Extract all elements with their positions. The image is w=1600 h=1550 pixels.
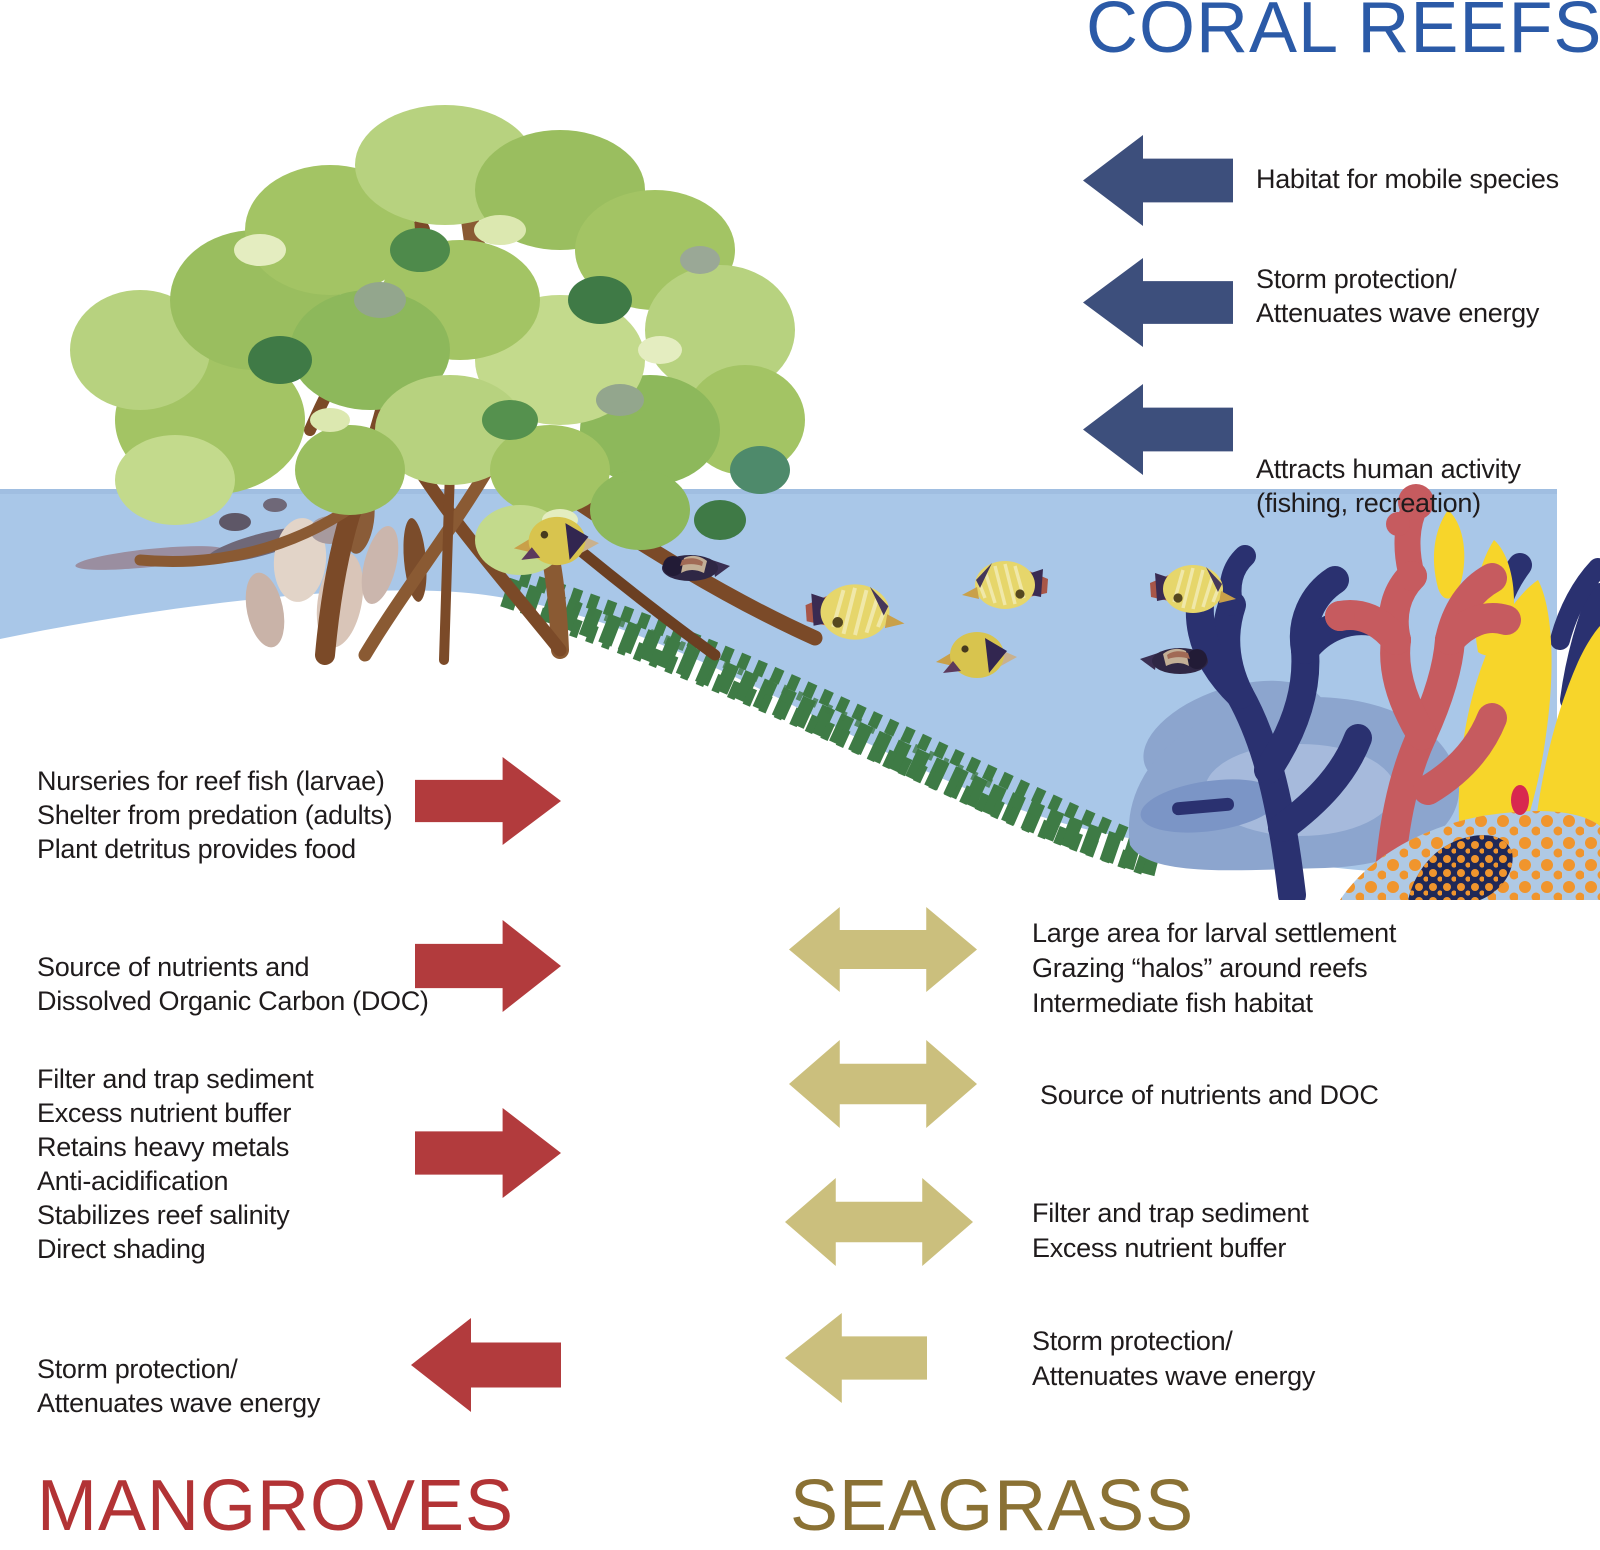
yellow-coral [1433,510,1600,900]
fish-icon [662,555,730,581]
coral-benefit-text-1: Habitat for mobile species [1256,162,1559,196]
mangrove-roots [134,211,823,665]
mangrove-benefit-text-4: Storm protection/ Attenuates wave energy [37,1352,320,1420]
red-arrow-right-icon [415,1108,561,1198]
text-line: Dissolved Organic Carbon (DOC) [37,986,429,1016]
text-line: Storm protection/ [1256,264,1457,294]
text-line: Nurseries for reef fish (larvae) [37,766,385,796]
fish-icon [1140,648,1208,674]
text-line: Filter and trap sediment [1032,1198,1309,1228]
mangrove-benefit-text-2: Source of nutrients and Dissolved Organi… [37,950,429,1018]
text-line: Attenuates wave energy [37,1388,321,1418]
text-line: Anti-acidification [37,1166,229,1196]
text-line: Retains heavy metals [37,1132,290,1162]
coral-benefit-text-3: Attracts human activity (fishing, recrea… [1256,452,1521,520]
tan-arrow-double-icon [789,907,977,992]
text-line: Source of nutrients and [37,952,310,982]
text-line: (fishing, recreation) [1256,488,1481,518]
fish-icon [803,582,907,642]
coral-benefit-text-2: Storm protection/ Attenuates wave energy [1256,262,1539,330]
fish-icon [960,559,1050,611]
text-line: Attenuates wave energy [1032,1361,1316,1391]
text-line: Excess nutrient buffer [1032,1233,1287,1263]
text-line: Storm protection/ [1032,1326,1233,1356]
orange-dotted-coral [1340,785,1600,900]
text-line: Habitat for mobile species [1256,164,1559,194]
reef-shadow [1128,680,1460,871]
navy-coral [1185,545,1600,900]
mangrove-canopy [70,105,805,575]
seagrass-bed-icon [500,570,1164,877]
navy-arrow-left-icon [1083,135,1233,226]
text-line: Storm protection/ [37,1354,238,1384]
red-arrow-right-icon [415,757,561,845]
fish-icon [936,632,1017,678]
mangroves-title: MANGROVES [37,1466,515,1546]
fish-icon [1148,563,1238,615]
text-line: Attracts human activity [1256,454,1521,484]
red-arrow-left-icon [411,1318,561,1412]
text-line: Direct shading [37,1234,206,1264]
text-line: Plant detritus provides food [37,834,356,864]
navy-arrow-left-icon [1083,384,1233,475]
seagrass-title: SEAGRASS [790,1466,1195,1546]
seagrass-benefit-text-1: Large area for larval settlement Grazing… [1032,916,1396,1021]
tan-arrow-double-icon [789,1040,977,1128]
navy-arrow-left-icon [1083,258,1233,347]
mangrove-benefit-text-3: Filter and trap sediment Excess nutrient… [37,1062,314,1266]
coral-reefs-title: CORAL REEFS [1086,0,1600,68]
red-arrow-right-icon [415,920,561,1012]
fish-icon [513,516,599,566]
seagrass-benefit-text-2: Source of nutrients and DOC [1040,1078,1379,1113]
text-line: Source of nutrients and DOC [1040,1080,1379,1110]
text-line: Large area for larval settlement [1032,918,1397,948]
text-line: Excess nutrient buffer [37,1098,292,1128]
text-line: Stabilizes reef salinity [37,1200,290,1230]
text-line: Grazing “halos” around reefs [1032,953,1368,983]
tan-arrow-double-icon [785,1178,973,1266]
mangrove-benefit-text-1: Nurseries for reef fish (larvae) Shelter… [37,764,393,866]
red-coral [1325,492,1521,900]
text-line: Intermediate fish habitat [1032,988,1313,1018]
text-line: Filter and trap sediment [37,1064,314,1094]
text-line: Attenuates wave energy [1256,298,1540,328]
text-line: Shelter from predation (adults) [37,800,393,830]
fish-school [513,516,1238,678]
coral-reef-icon [1128,484,1600,900]
seagrass-benefit-text-3: Filter and trap sediment Excess nutrient… [1032,1196,1309,1266]
tan-arrow-left-icon [785,1313,927,1403]
seagrass-benefit-text-4: Storm protection/ Attenuates wave energy [1032,1324,1315,1394]
driftwood [75,486,427,648]
mangrove-tree-icon [70,105,823,665]
